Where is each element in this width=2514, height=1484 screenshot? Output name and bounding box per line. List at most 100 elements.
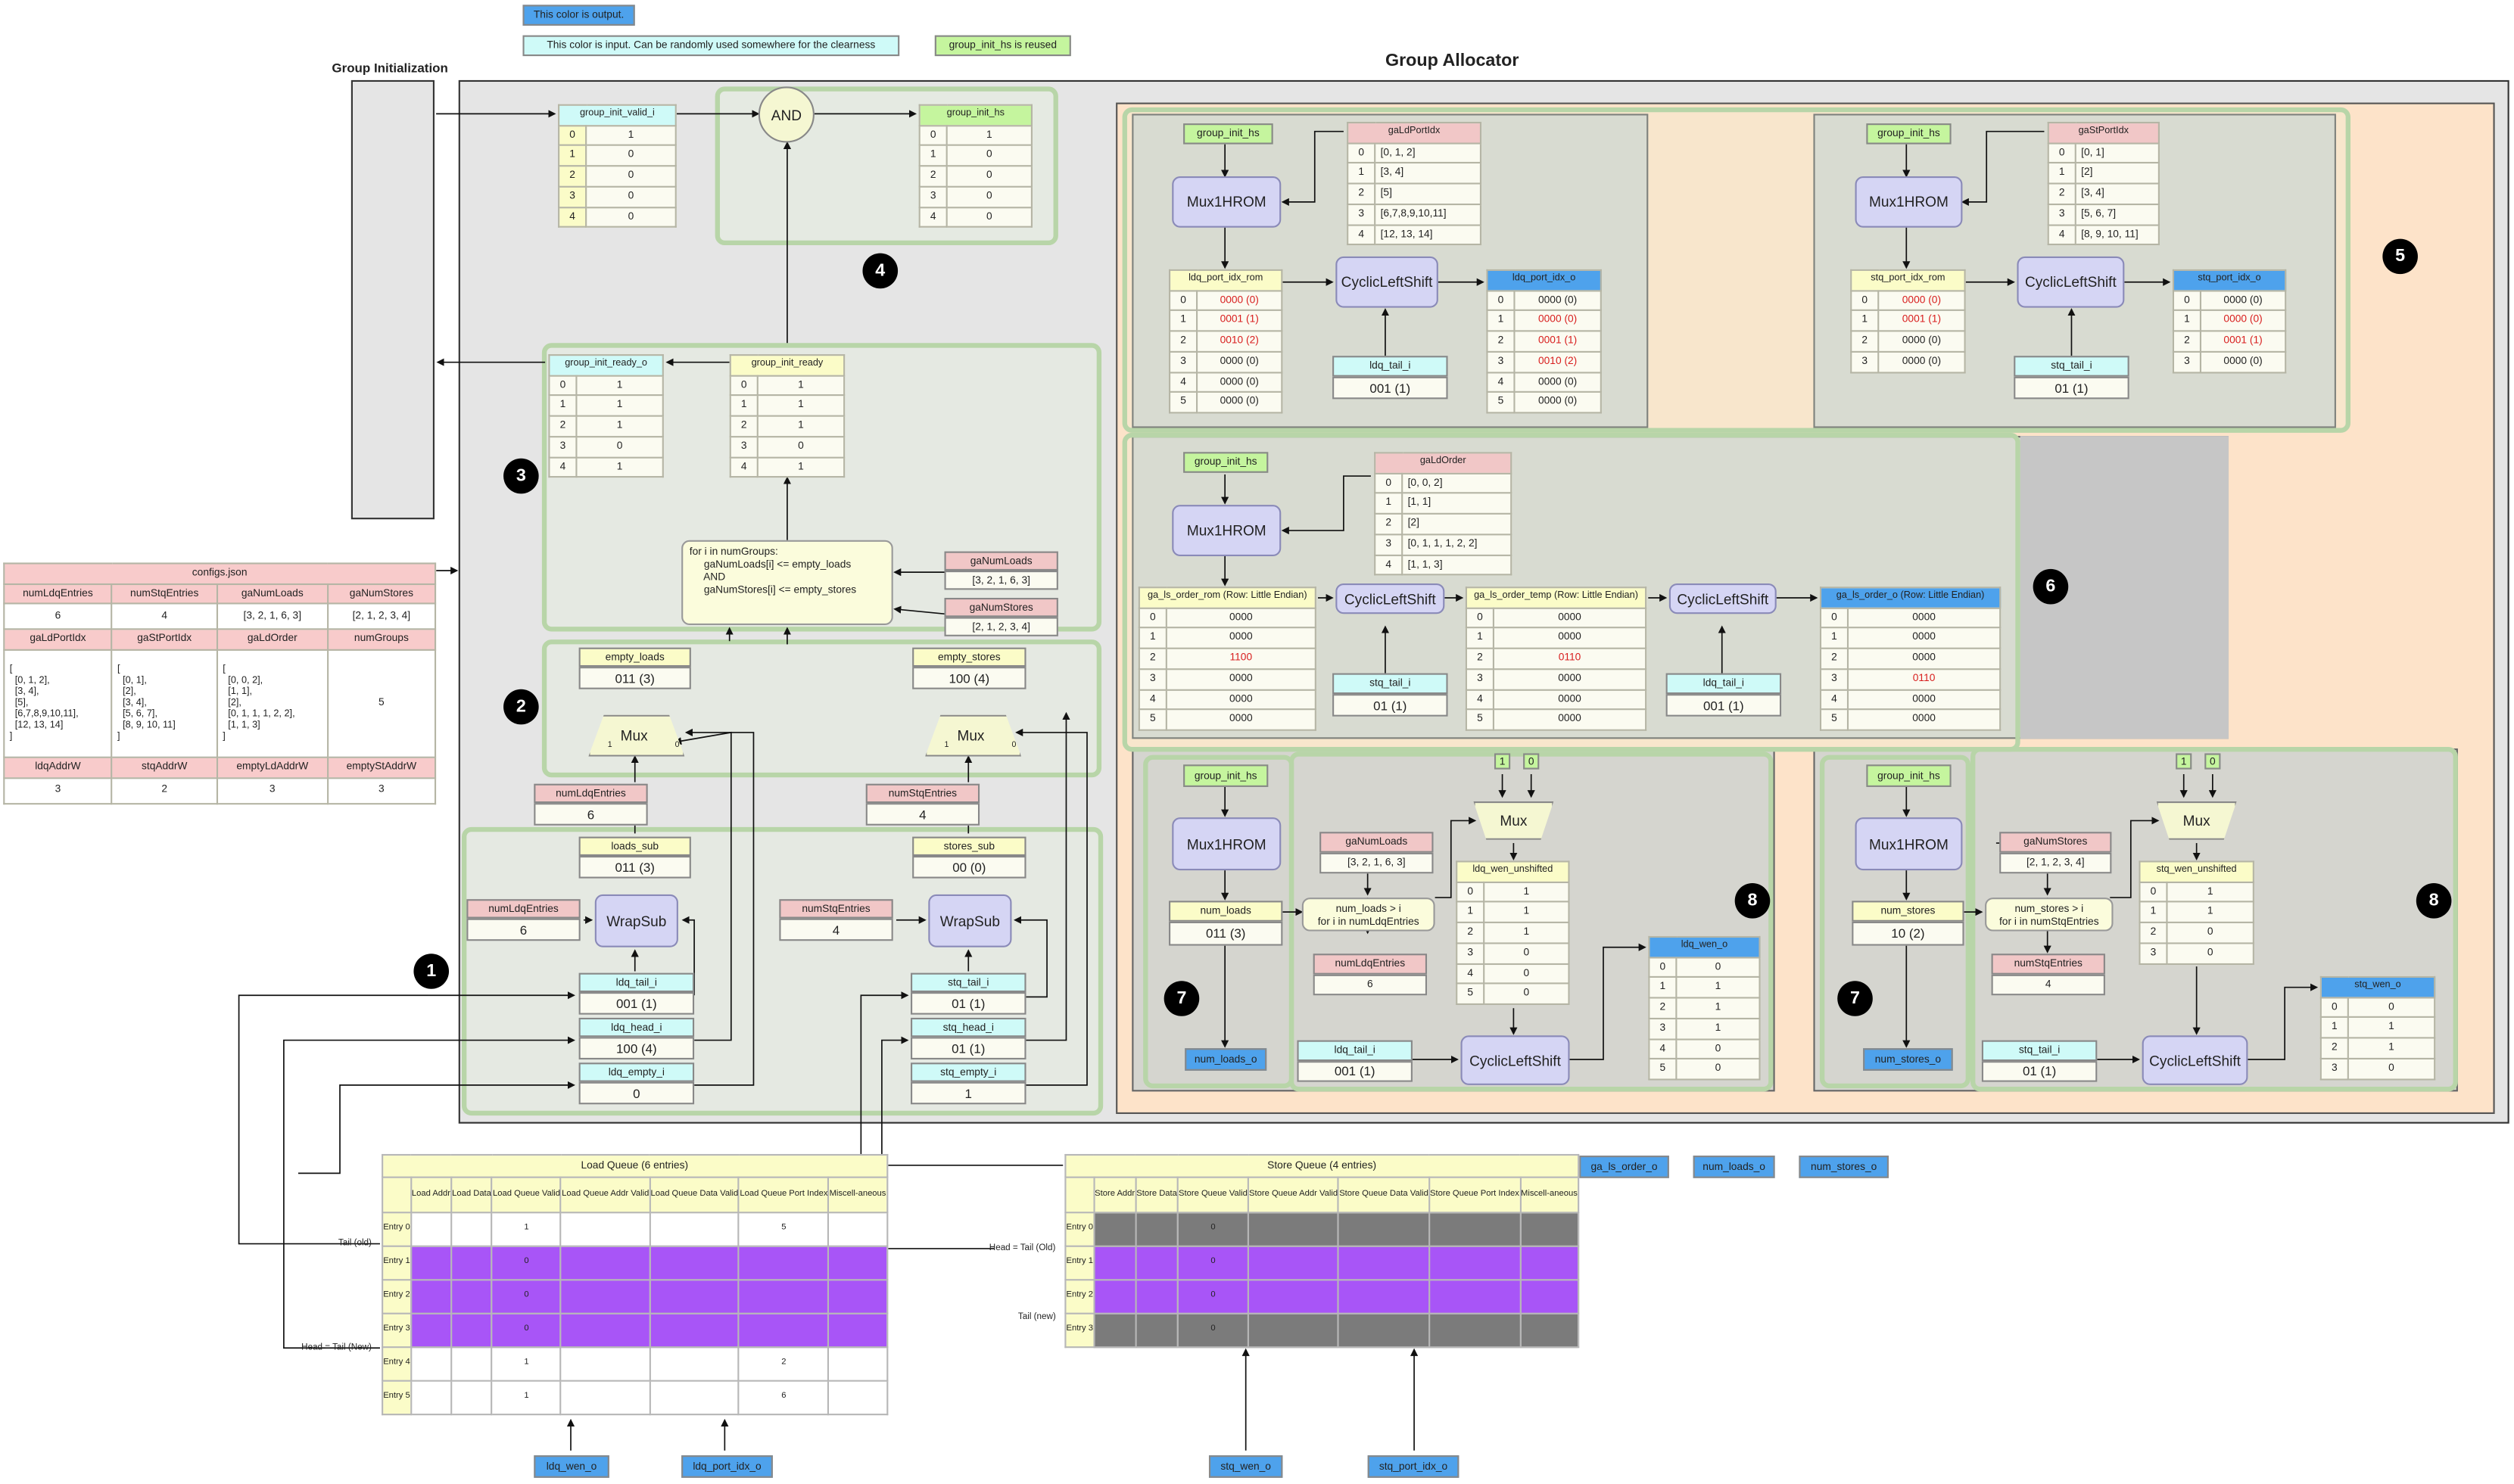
ga-num-stores-title: gaNumStores xyxy=(944,598,1058,618)
label: 1 xyxy=(426,961,437,982)
row-label: Entry 1 xyxy=(382,1245,412,1281)
cell: 6 xyxy=(738,1380,830,1416)
stq-empty-value: 1 xyxy=(911,1081,1026,1105)
label: Mux xyxy=(2182,812,2210,829)
stq-tail-title: stq_tail_i xyxy=(911,972,1026,993)
label: ldq_tail_i xyxy=(1702,677,1745,689)
cell: 0110 xyxy=(1846,667,2002,690)
cell: 0 xyxy=(1483,982,1570,1005)
wrapsub-loads: WrapSub xyxy=(594,894,678,947)
empty-stores-value: 100 (4) xyxy=(912,667,1026,689)
num-ldq-entries-value-2: 6 xyxy=(466,918,581,941)
table-title: stq_wen_o xyxy=(2319,975,2436,998)
table-title: stq_port_idx_o xyxy=(2172,269,2287,291)
label: CyclicLeftShift xyxy=(1344,590,1436,607)
empty-stores-title: empty_stores xyxy=(912,647,1026,667)
cfg-v: [ [0, 1, 2], [3, 4], [5], [6,7,8,9,10,11… xyxy=(3,649,113,759)
cell: 1 xyxy=(575,394,664,417)
label: 4 xyxy=(832,922,840,937)
label: 01 (1) xyxy=(952,996,986,1011)
cell: 0001 (1) xyxy=(1877,310,1966,332)
num-stores-cond: num_stores > i for i in numStqEntries xyxy=(1985,898,2114,932)
cell: [12, 13, 14] xyxy=(1374,223,1482,246)
cell: 0000 (0) xyxy=(1196,391,1283,414)
cell: 0 xyxy=(491,1279,562,1314)
col-header: Load Queue Addr Valid xyxy=(560,1176,651,1214)
cell: 0 xyxy=(491,1312,562,1349)
cfg-h: numLdqEntries xyxy=(3,583,113,605)
cell: 0000 (0) xyxy=(1513,391,1602,414)
cell: 0 xyxy=(2347,996,2436,1019)
table-title: ldq_wen_unshifted xyxy=(1456,860,1570,883)
ldq-head-value: 100 (4) xyxy=(578,1037,695,1059)
ldq-head-title: ldq_head_i xyxy=(578,1017,695,1038)
cfg-v: [ [0, 0, 2], [1, 1], [2], [0, 1, 1, 1, 2… xyxy=(216,649,329,759)
label: 6 xyxy=(519,922,528,937)
label: 01 (1) xyxy=(952,1041,986,1056)
cfg-v: 2 xyxy=(111,776,218,804)
label: 6 xyxy=(1366,979,1373,991)
ld-wen-mux: Mux xyxy=(1473,801,1554,840)
label: 4 xyxy=(875,261,886,281)
stq-head-value: 01 (1) xyxy=(911,1037,1026,1059)
ldq-tail-value: 001 (1) xyxy=(578,992,695,1015)
ld-wen-hs: group_init_hs xyxy=(1183,764,1269,787)
cfg-h: numStqEntries xyxy=(111,583,218,605)
cell: [1, 1] xyxy=(1401,493,1512,515)
order-shift-1: CyclicLeftShift xyxy=(1335,583,1445,614)
label: ga_ls_order_o xyxy=(1590,1161,1658,1173)
ld-wen-mux-in0: 0 xyxy=(1523,753,1540,770)
cell: 0 xyxy=(1675,1038,1761,1060)
st-wen-entries-value: 4 xyxy=(1991,974,2105,996)
label: ldq_empty_i xyxy=(608,1066,665,1078)
label: 6 xyxy=(2045,577,2056,596)
label: 1 xyxy=(2180,755,2187,767)
cfg-h: numGroups xyxy=(326,629,437,652)
cell: 1 xyxy=(2347,1037,2436,1059)
label: 01 (1) xyxy=(2022,1064,2057,1079)
cell: 1 xyxy=(2166,881,2254,904)
ld-port-hs: group_init_hs xyxy=(1183,123,1273,145)
col-header: Load Queue Valid xyxy=(491,1176,562,1214)
ld-port-mux1hrom: Mux1HROM xyxy=(1172,176,1282,228)
label: 1 xyxy=(1499,755,1506,767)
ga-num-loads-title: gaNumLoads xyxy=(944,551,1058,571)
cell: [0, 1] xyxy=(2074,142,2160,164)
badge-2: 2 xyxy=(503,689,539,725)
cell: 0000 (0) xyxy=(1196,289,1283,312)
stores-sub-title: stores_sub xyxy=(912,836,1026,857)
stores-sub-value: 00 (0) xyxy=(912,856,1026,879)
label: 4 xyxy=(2045,979,2051,991)
group-init-box xyxy=(350,79,435,520)
label: CyclicLeftShift xyxy=(2149,1052,2241,1069)
cfg-h: gaLdPortIdx xyxy=(3,629,113,652)
cell: 0000 xyxy=(1846,708,2002,731)
label: gaNumStores xyxy=(969,602,1033,614)
row-label: Entry 4 xyxy=(382,1346,412,1382)
label: 01 (1) xyxy=(2055,381,2089,396)
label: 00 (0) xyxy=(952,860,986,875)
ldq-empty-value: 0 xyxy=(578,1081,695,1105)
badge-8-st: 8 xyxy=(2416,883,2452,919)
label: numLdqEntries xyxy=(556,787,626,799)
label: 8 xyxy=(2428,891,2439,911)
cell: 0 xyxy=(756,435,846,458)
ldq-empty-title: ldq_empty_i xyxy=(578,1062,695,1082)
cell: 0000 xyxy=(1492,708,1647,731)
cfg-v: 3 xyxy=(326,776,437,804)
cfg-v: 3 xyxy=(216,776,329,804)
table-title: gaLdPortIdx xyxy=(1347,121,1482,144)
badge-7-ld: 7 xyxy=(1164,981,1200,1016)
table-title: gaStPortIdx xyxy=(2047,121,2160,144)
cell: 1 xyxy=(756,415,846,437)
cell: 0000 xyxy=(1846,647,2002,670)
label: 1 xyxy=(964,1085,972,1101)
label: stores_sub xyxy=(943,840,995,852)
highlight-8-st xyxy=(1970,746,2458,1092)
highlight-7-st xyxy=(1819,754,1971,1089)
label: num_stores_o xyxy=(1874,1053,1942,1066)
